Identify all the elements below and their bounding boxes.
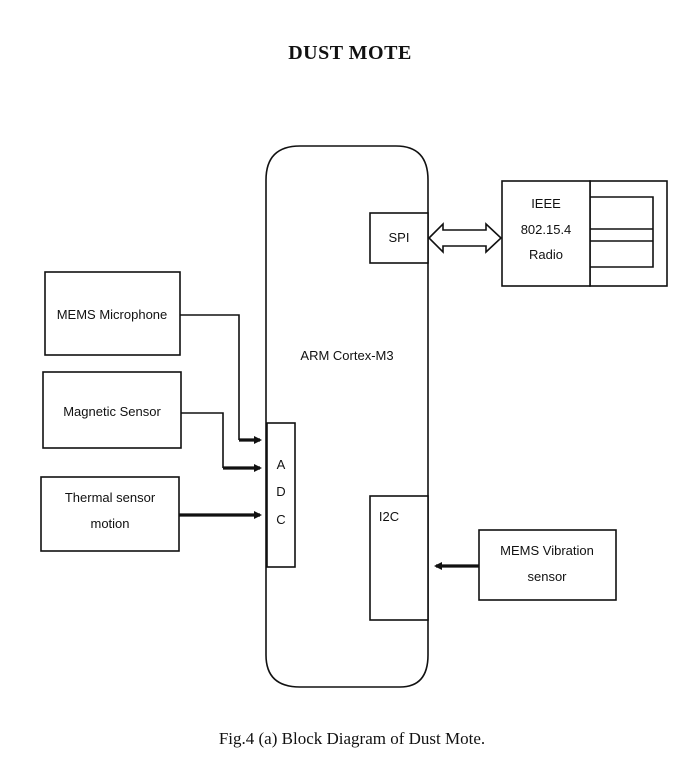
adc-label-d: D xyxy=(276,484,285,499)
mems-vibration-sensor-box xyxy=(478,529,617,601)
mems-vibration-label-line-1: MEMS Vibration xyxy=(500,543,594,558)
thermal-sensor-label-line-1: Thermal sensor xyxy=(65,490,156,505)
mems-microphone-label: MEMS Microphone xyxy=(57,307,168,322)
adc-box xyxy=(266,422,296,568)
adc-label-a: A xyxy=(277,457,286,472)
thermal-sensor-label-line-2: motion xyxy=(90,516,129,531)
i2c-label: I2C xyxy=(379,509,399,524)
radio-label-line-1: IEEE xyxy=(531,196,561,211)
radio-antenna-line xyxy=(590,196,654,268)
processor-label: ARM Cortex-M3 xyxy=(300,348,393,363)
magnetic-sensor-box xyxy=(42,371,182,449)
radio-label-line-2: 802.15.4 xyxy=(521,222,572,237)
thermal-sensor-box xyxy=(40,476,180,552)
mems-microphone-to-adc-arrow xyxy=(180,314,262,444)
radio-label-line-3: Radio xyxy=(529,247,563,262)
spi-label: SPI xyxy=(389,230,410,245)
radio-box xyxy=(501,180,591,287)
mems-vibration-label-line-2: sensor xyxy=(527,569,567,584)
spi-radio-bidirectional-arrow xyxy=(427,222,503,254)
diagram-title: DUST MOTE xyxy=(288,42,412,64)
adc-label-c: C xyxy=(276,512,285,527)
figure-caption: Fig.4 (a) Block Diagram of Dust Mote. xyxy=(219,729,485,748)
magnetic-sensor-to-adc-arrow xyxy=(181,412,262,472)
i2c-interface-box xyxy=(369,495,429,621)
magnetic-sensor-label: Magnetic Sensor xyxy=(63,404,161,419)
radio-module: IEEE 802.15.4 Radio xyxy=(501,180,668,287)
mems-microphone-box xyxy=(44,271,181,356)
